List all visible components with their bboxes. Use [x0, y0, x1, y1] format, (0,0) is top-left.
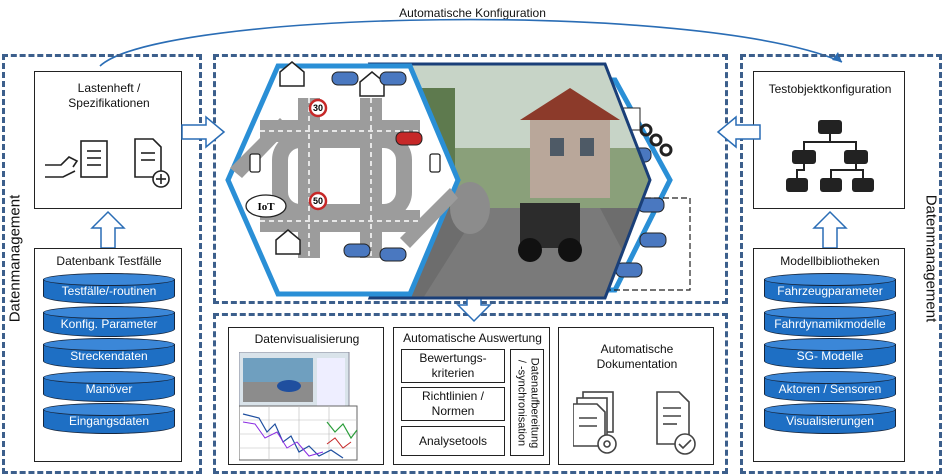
testobjekt-title: Testobjektkonfiguration [768, 82, 892, 96]
doku-line2: Dokumentation [596, 357, 678, 371]
datenbank-cylinder: Konfig. Parameter [43, 305, 175, 337]
datenbank-cylinder: Testfälle/-routinen [43, 273, 175, 304]
iot-cloud: IoT [245, 194, 287, 218]
modell-cylinder: Fahrzeugparameter [764, 273, 896, 304]
hexagon-map [225, 63, 461, 297]
modell-item-label: SG- Modelle [796, 349, 864, 363]
simulation-scene: 30 50 IoT [225, 61, 691, 300]
left-data-frame [2, 54, 202, 474]
testobjekt-box: Testobjektkonfiguration [753, 71, 905, 209]
lastenheft-line2: Spezifikationen [68, 96, 150, 110]
doku-box: Automatische Dokumentation [558, 327, 714, 465]
datenbank-item-label: Testfälle/-routinen [61, 284, 157, 298]
arrow-up-left [90, 210, 126, 249]
hierarchy-icon [786, 120, 874, 192]
bewertungskriterien-line1: Bewertungs- [419, 351, 487, 365]
richtlinien-line2: Normen [431, 404, 475, 418]
modell-title: Modellbibliotheken [780, 254, 880, 268]
arrow-left-into-center [716, 115, 761, 149]
analysetools-box: Analysetools [401, 426, 505, 456]
top-arrow-label: Automatische Konfiguration [399, 6, 546, 20]
map-cars [331, 71, 423, 262]
auswertung-title: Automatische Auswertung [403, 331, 542, 345]
road-signs: 30 50 [308, 98, 328, 211]
arrow-up-right [812, 210, 848, 249]
modell-cylinder: Aktoren / Sensoren [764, 370, 896, 402]
richtlinien-box: Richtlinien / Normen [401, 387, 505, 421]
auswertung-box: Automatische Auswertung Bewertungs- krit… [393, 327, 550, 465]
datenbank-item-label: Streckendaten [70, 349, 148, 363]
phone-icons [249, 153, 441, 173]
side-label-left: Datenmanagement [6, 194, 24, 323]
datenbank-cylinder: Manöver [43, 370, 175, 402]
datenaufbereitung-line1: Datenaufbereitung [528, 357, 541, 448]
road-map [230, 98, 458, 258]
datenaufbereitung-line2: / -synchronisation [515, 359, 528, 446]
lastenheft-box: Lastenheft / Spezifikationen [34, 71, 182, 209]
document-hand-icon [45, 138, 170, 188]
datenaufbereitung-box: Datenaufbereitung / -synchronisation [510, 349, 544, 456]
automatic-configuration-arrow [99, 18, 843, 67]
lastenheft-line1: Lastenheft / [77, 81, 141, 95]
datenbank-title: Datenbank Testfälle [56, 254, 162, 268]
visualization-screenshot [239, 352, 358, 461]
datenvis-title: Datenvisualisierung [254, 332, 360, 346]
right-data-frame [740, 54, 942, 474]
modell-cylinder: Fahrdynamikmodelle [764, 305, 896, 337]
modell-cylinder: Visualisierungen [764, 403, 896, 434]
datenbank-cylinder: Streckendaten [43, 338, 175, 369]
iot-label: IoT [257, 201, 275, 213]
side-label-right: Datenmanagement [922, 194, 940, 323]
datenbank-item-label: Eingangsdaten [68, 414, 150, 428]
chain-icon [639, 123, 673, 157]
datenvis-box: Datenvisualisierung [228, 327, 384, 465]
modell-cylinder: SG- Modelle [764, 338, 896, 369]
modell-item-label: Fahrdynamikmodelle [774, 316, 886, 331]
bewertungskriterien-box: Bewertungs- kriterien [401, 349, 505, 383]
analysetools-label: Analysetools [418, 433, 488, 448]
doku-line1: Automatische [600, 342, 674, 356]
arrow-right-into-center [181, 115, 226, 149]
datenbank-cylinder: Eingangsdaten [43, 403, 175, 434]
documentation-icons [573, 391, 696, 455]
datenbank-item-label: Konfig. Parameter [60, 316, 158, 331]
sign-30: 30 [313, 103, 323, 113]
datenbank-item-label: Manöver [85, 381, 133, 396]
sign-50: 50 [313, 196, 323, 206]
modell-item-label: Aktoren / Sensoren [778, 381, 882, 396]
richtlinien-line1: Richtlinien / [421, 389, 485, 403]
modell-item-label: Fahrzeugparameter [777, 284, 883, 298]
modell-item-label: Visualisierungen [786, 414, 874, 428]
bewertungskriterien-line2: kriterien [431, 366, 475, 380]
map-houses [275, 61, 385, 255]
